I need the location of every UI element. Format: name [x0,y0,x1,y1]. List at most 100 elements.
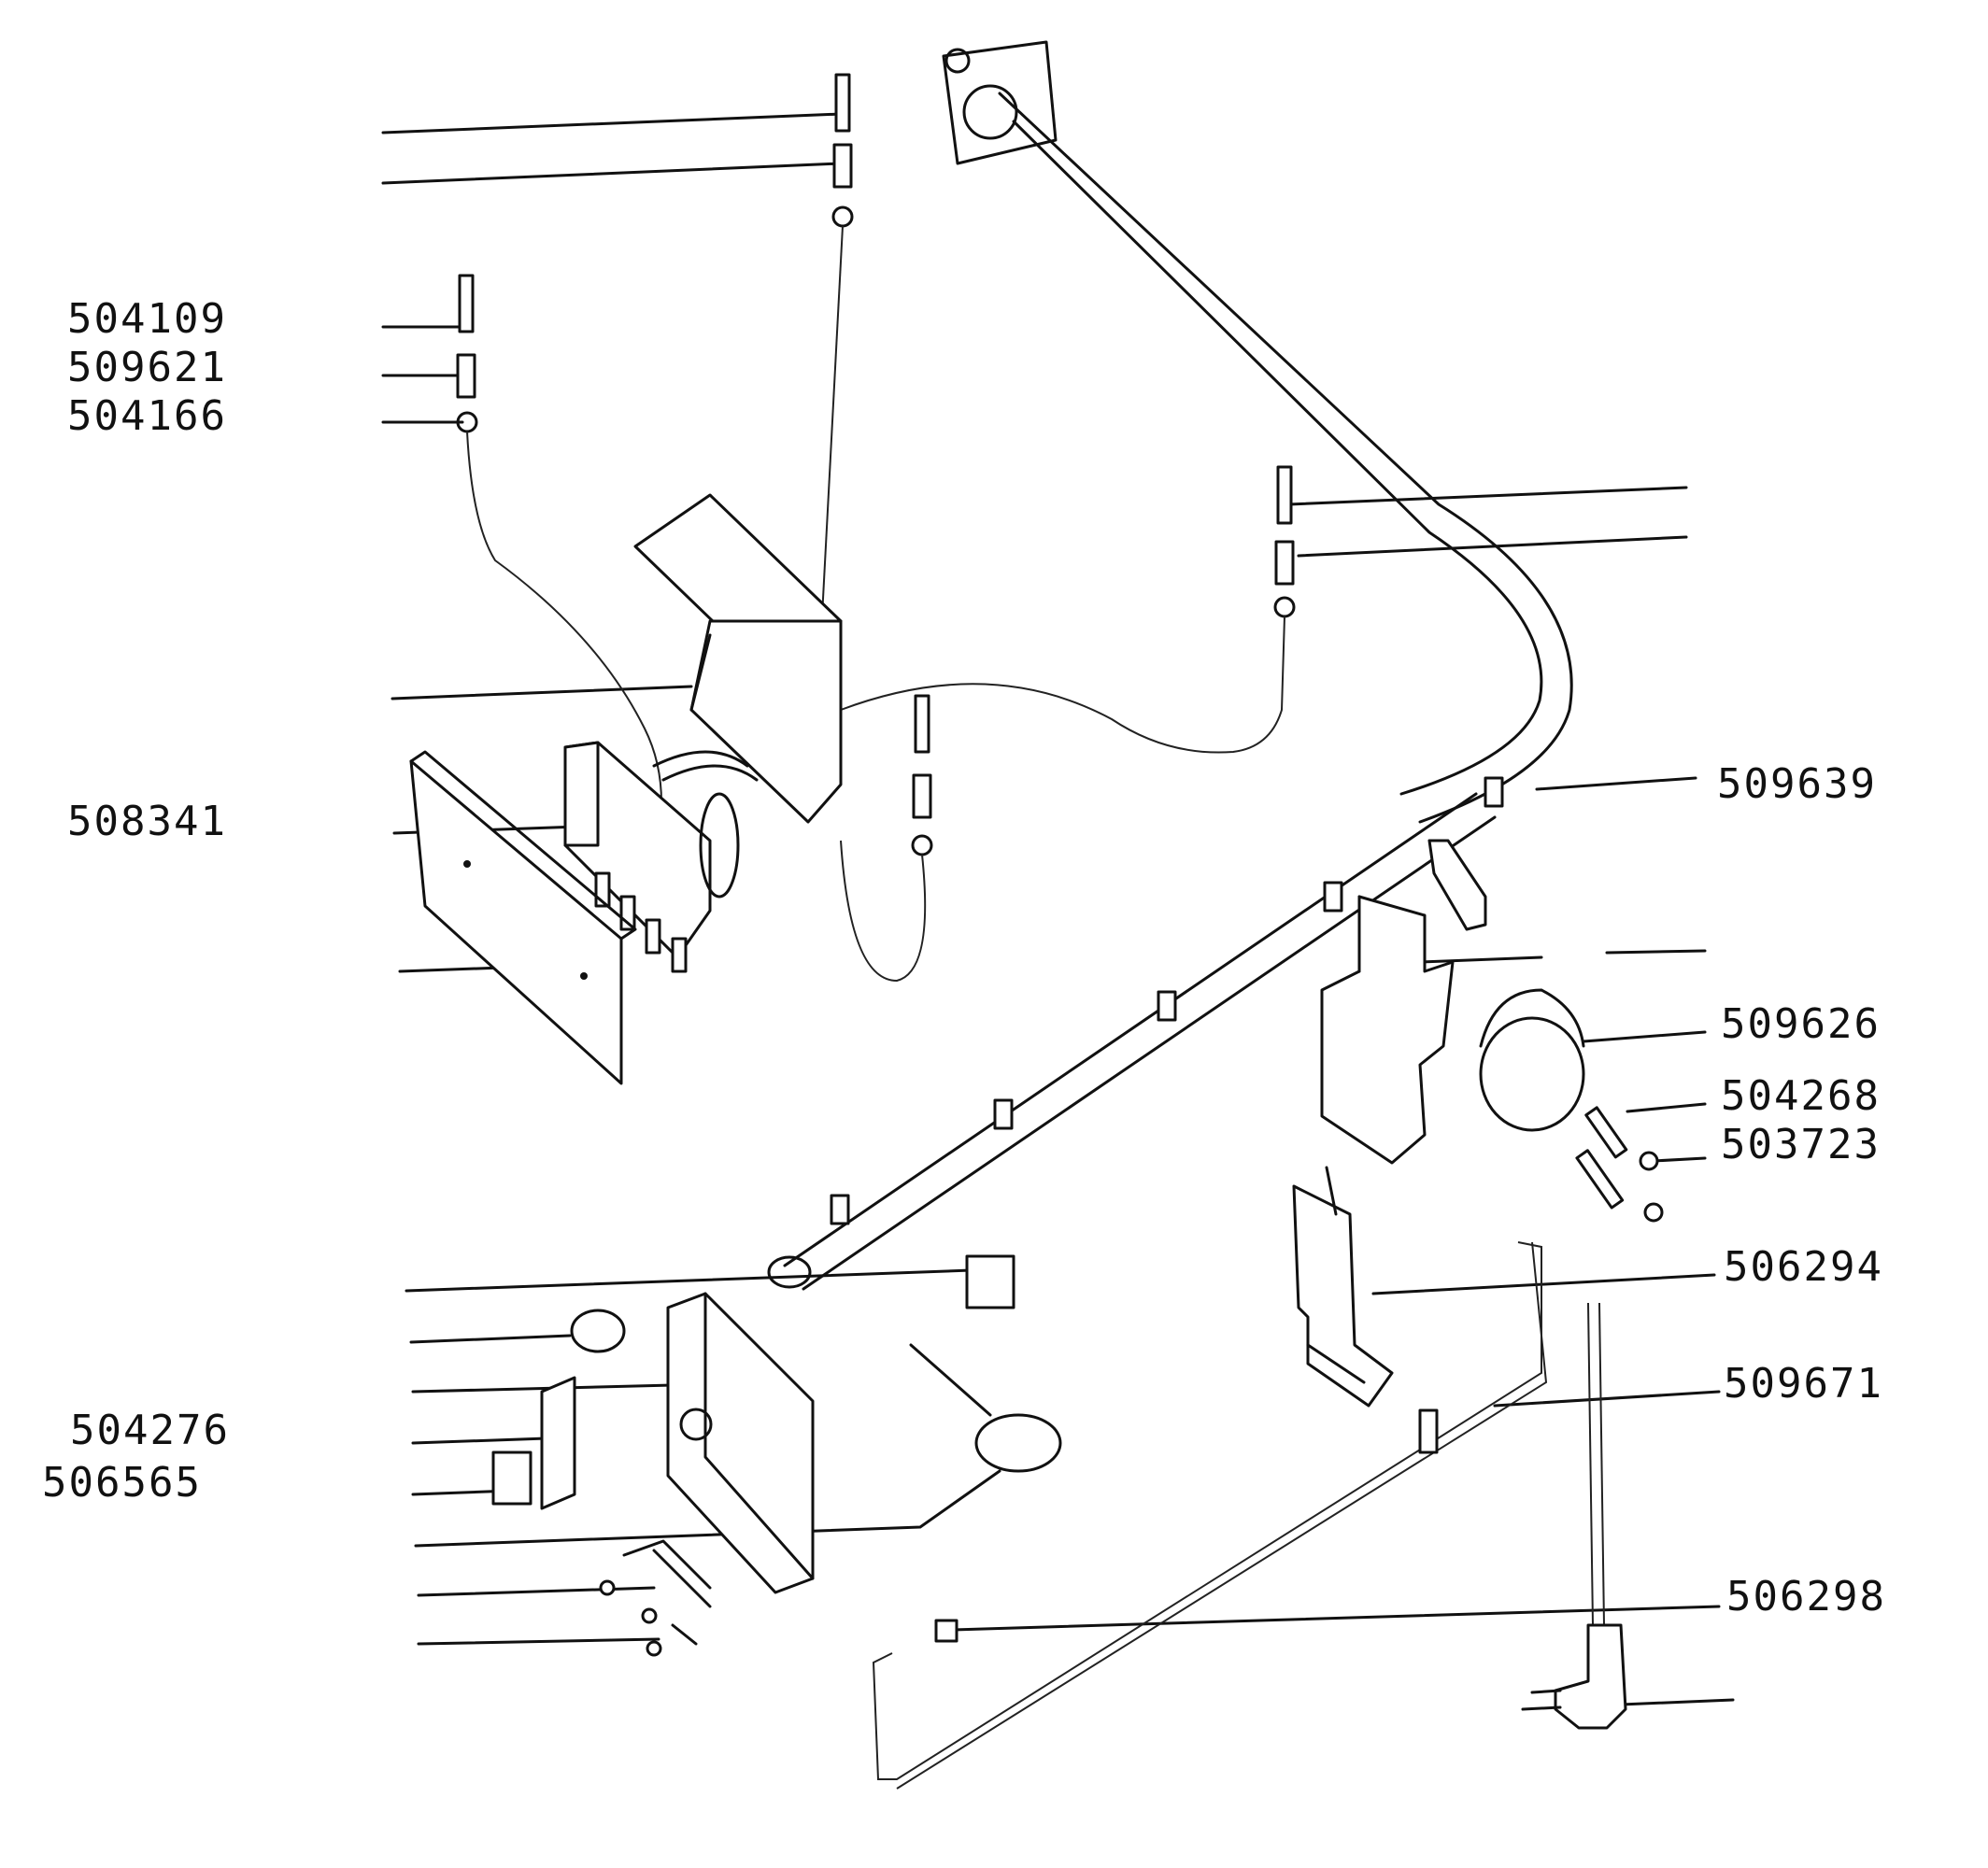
part-number-506565: 506565 [42,1459,202,1507]
part-number-509626: 509626 [1721,1000,1881,1048]
small-parts-right [1575,1106,1664,1223]
leader-line [417,1586,656,1597]
flange-bolt [944,48,971,74]
leader-line [1287,486,1688,506]
rail-stud [1157,990,1177,1022]
mains-plug [1554,1623,1627,1730]
rail-stud [1484,776,1504,808]
switch-housing [1320,895,1455,1165]
leader-line [381,112,843,134]
rail-bracket [1427,839,1487,931]
probe-tip [1276,465,1293,525]
leader-line [1535,776,1697,791]
switch-lower [909,1254,1062,1473]
probe-tip [914,694,930,754]
microswitch [965,1254,1015,1309]
bracket-506294 [1292,1166,1394,1408]
probe-tip [458,274,475,333]
screw [641,1607,658,1624]
probe-sleeve [912,773,932,819]
support-rail [767,776,1504,1291]
probe-washer [831,205,854,228]
part-number-504166: 504166 [67,392,227,440]
flange-gland [962,84,1018,140]
leader-line [1371,1273,1716,1295]
part-number-506298: 506298 [1726,1573,1886,1620]
probe-sleeve [456,353,476,399]
screw [599,1579,616,1596]
indicator-lamp [570,1309,626,1353]
plate-face [409,759,623,1085]
leader-lines-left [381,112,1001,1646]
thermocouple-center [840,694,933,983]
part-number-504276: 504276 [70,1407,230,1454]
probe-sleeve [832,143,853,189]
leader-line [1619,1698,1735,1706]
probe-washer [911,834,933,856]
pin [1584,1106,1628,1159]
leader-line [417,1637,660,1646]
leader-line [951,1605,1721,1632]
terminal [671,937,688,973]
leader-line [1493,1390,1721,1408]
leader-line [1626,1102,1707,1113]
box-body [666,1292,815,1594]
probe-washer [1273,596,1296,618]
mounting-plate-left [409,750,637,1085]
part-number-504109: 504109 [67,295,227,343]
terminal-block [491,1451,532,1506]
leader-line [1605,949,1707,955]
terminal-bracket [540,1376,576,1510]
leader-line [1582,1030,1707,1043]
screw [1643,1202,1664,1223]
pin [1575,1149,1625,1210]
part-number-508341: 508341 [67,798,227,845]
thermocouple-right [840,465,1296,754]
rail-stud [993,1098,1014,1130]
thermocouple-left [456,274,662,860]
leader-line [414,1469,1001,1548]
thermocouple-top [821,73,854,617]
leader-line [381,162,843,185]
screw [646,1640,662,1657]
leader-line [1652,1156,1707,1163]
probe-sleeve [1274,540,1295,586]
part-number-504268: 504268 [1721,1072,1881,1120]
leader-line [411,1383,674,1394]
leader-line [390,685,693,700]
element-mounting-flange [942,40,1058,165]
heating-element-tube [942,40,1573,824]
wire-clip [1418,1408,1439,1454]
transformer-block [563,741,759,973]
thermostat-knob [1479,988,1585,1132]
rail-stud [1323,881,1343,913]
part-number-509671: 509671 [1724,1360,1883,1408]
control-box [666,1292,815,1594]
wire-holder [934,1619,958,1643]
leader-line [405,1268,973,1293]
lower-left-parts [491,1309,712,1657]
leader-lines-right [951,486,1735,1706]
part-number-509639: 509639 [1717,760,1877,808]
bracket-body [1292,1184,1394,1408]
knob-body [1479,1016,1585,1132]
switch-bracket [1320,895,1455,1165]
leader-line [411,1436,548,1445]
part-number-503723: 503723 [1721,1121,1881,1168]
leader-line [1297,535,1688,558]
sensor-wire [872,1241,1548,1790]
leader-line [1418,955,1543,964]
power-cord [1521,1302,1627,1730]
part-number-506294: 506294 [1724,1243,1883,1291]
rail-stud [830,1194,850,1225]
regulator-cover [633,493,843,824]
terminal [645,918,661,955]
pilot-lamp [974,1413,1062,1473]
probe-tip [834,73,851,133]
screw [1639,1151,1659,1171]
leader-line [409,1334,572,1344]
part-number-509621: 509621 [67,344,227,391]
cover-side [689,619,843,824]
